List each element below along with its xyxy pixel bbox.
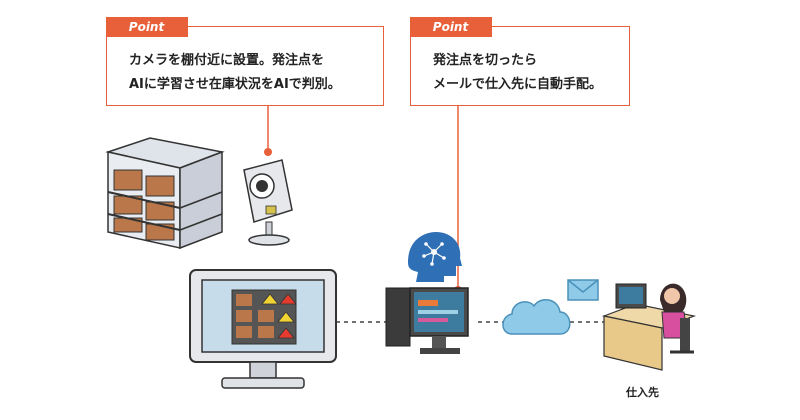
monitor-icon (189, 269, 337, 389)
ai-head-icon (408, 232, 462, 282)
mail-icon (567, 279, 599, 301)
point-callout-mail: Point 発注点を切ったら メールで仕入先に自動手配。 (409, 17, 630, 106)
callout-line: AIに学習させ在庫状況をAIで判別。 (129, 77, 341, 92)
callout-line: メールで仕入先に自動手配。 (433, 77, 603, 92)
callout-text: カメラを棚付近に設置。発注点を AIに学習させ在庫状況をAIで判別。 (129, 49, 341, 97)
point-tag: Point (105, 17, 188, 37)
callout-line: 発注点を切ったら (433, 53, 538, 68)
supplier-label: 仕入先 (626, 386, 659, 399)
point-callout-camera: Point カメラを棚付近に設置。発注点を AIに学習させ在庫状況をAIで判別。 (105, 17, 384, 106)
server-pc-icon (385, 287, 469, 354)
connector-dot (264, 148, 272, 156)
callout-line: カメラを棚付近に設置。発注点を (129, 53, 325, 68)
cloud-icon (502, 299, 571, 335)
point-tag: Point (409, 17, 492, 37)
shelf-icon (105, 137, 225, 250)
camera-icon (243, 159, 293, 246)
callout-text: 発注点を切ったら メールで仕入先に自動手配。 (433, 49, 602, 97)
supplier-desk-icon (601, 283, 697, 371)
